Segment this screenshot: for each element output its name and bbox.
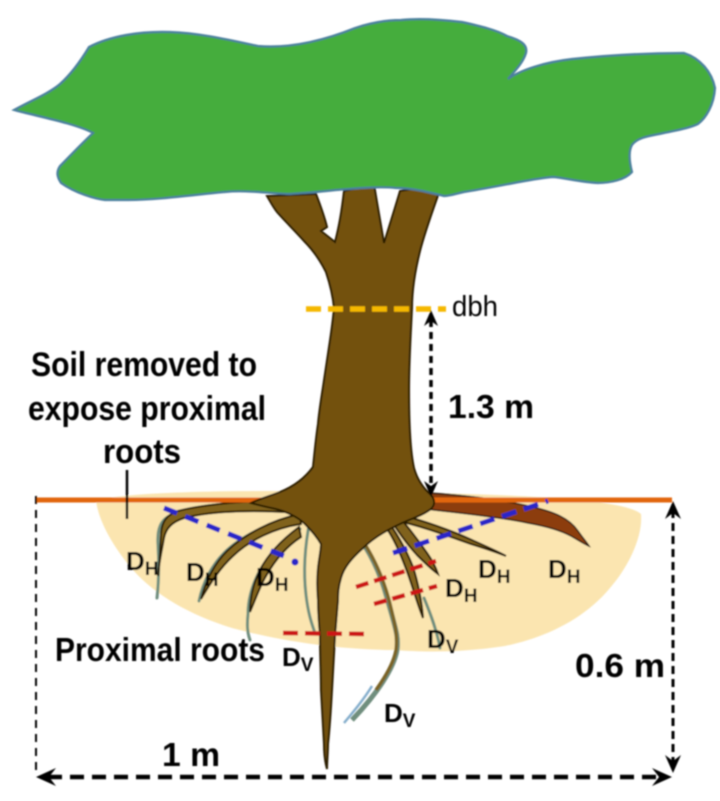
- svg-text:Soil removed to: Soil removed to: [31, 346, 257, 384]
- svg-text:dbh: dbh: [452, 291, 498, 323]
- svg-text:0.6 m: 0.6 m: [575, 647, 665, 684]
- svg-text:Proximal roots: Proximal roots: [55, 631, 265, 668]
- svg-text:DH: DH: [256, 562, 289, 596]
- svg-text:1 m: 1 m: [162, 736, 220, 773]
- svg-text:1.3 m: 1.3 m: [448, 388, 534, 425]
- svg-text:expose proximal: expose proximal: [28, 390, 266, 428]
- svg-text:roots: roots: [103, 433, 181, 471]
- svg-text:DV: DV: [384, 698, 416, 732]
